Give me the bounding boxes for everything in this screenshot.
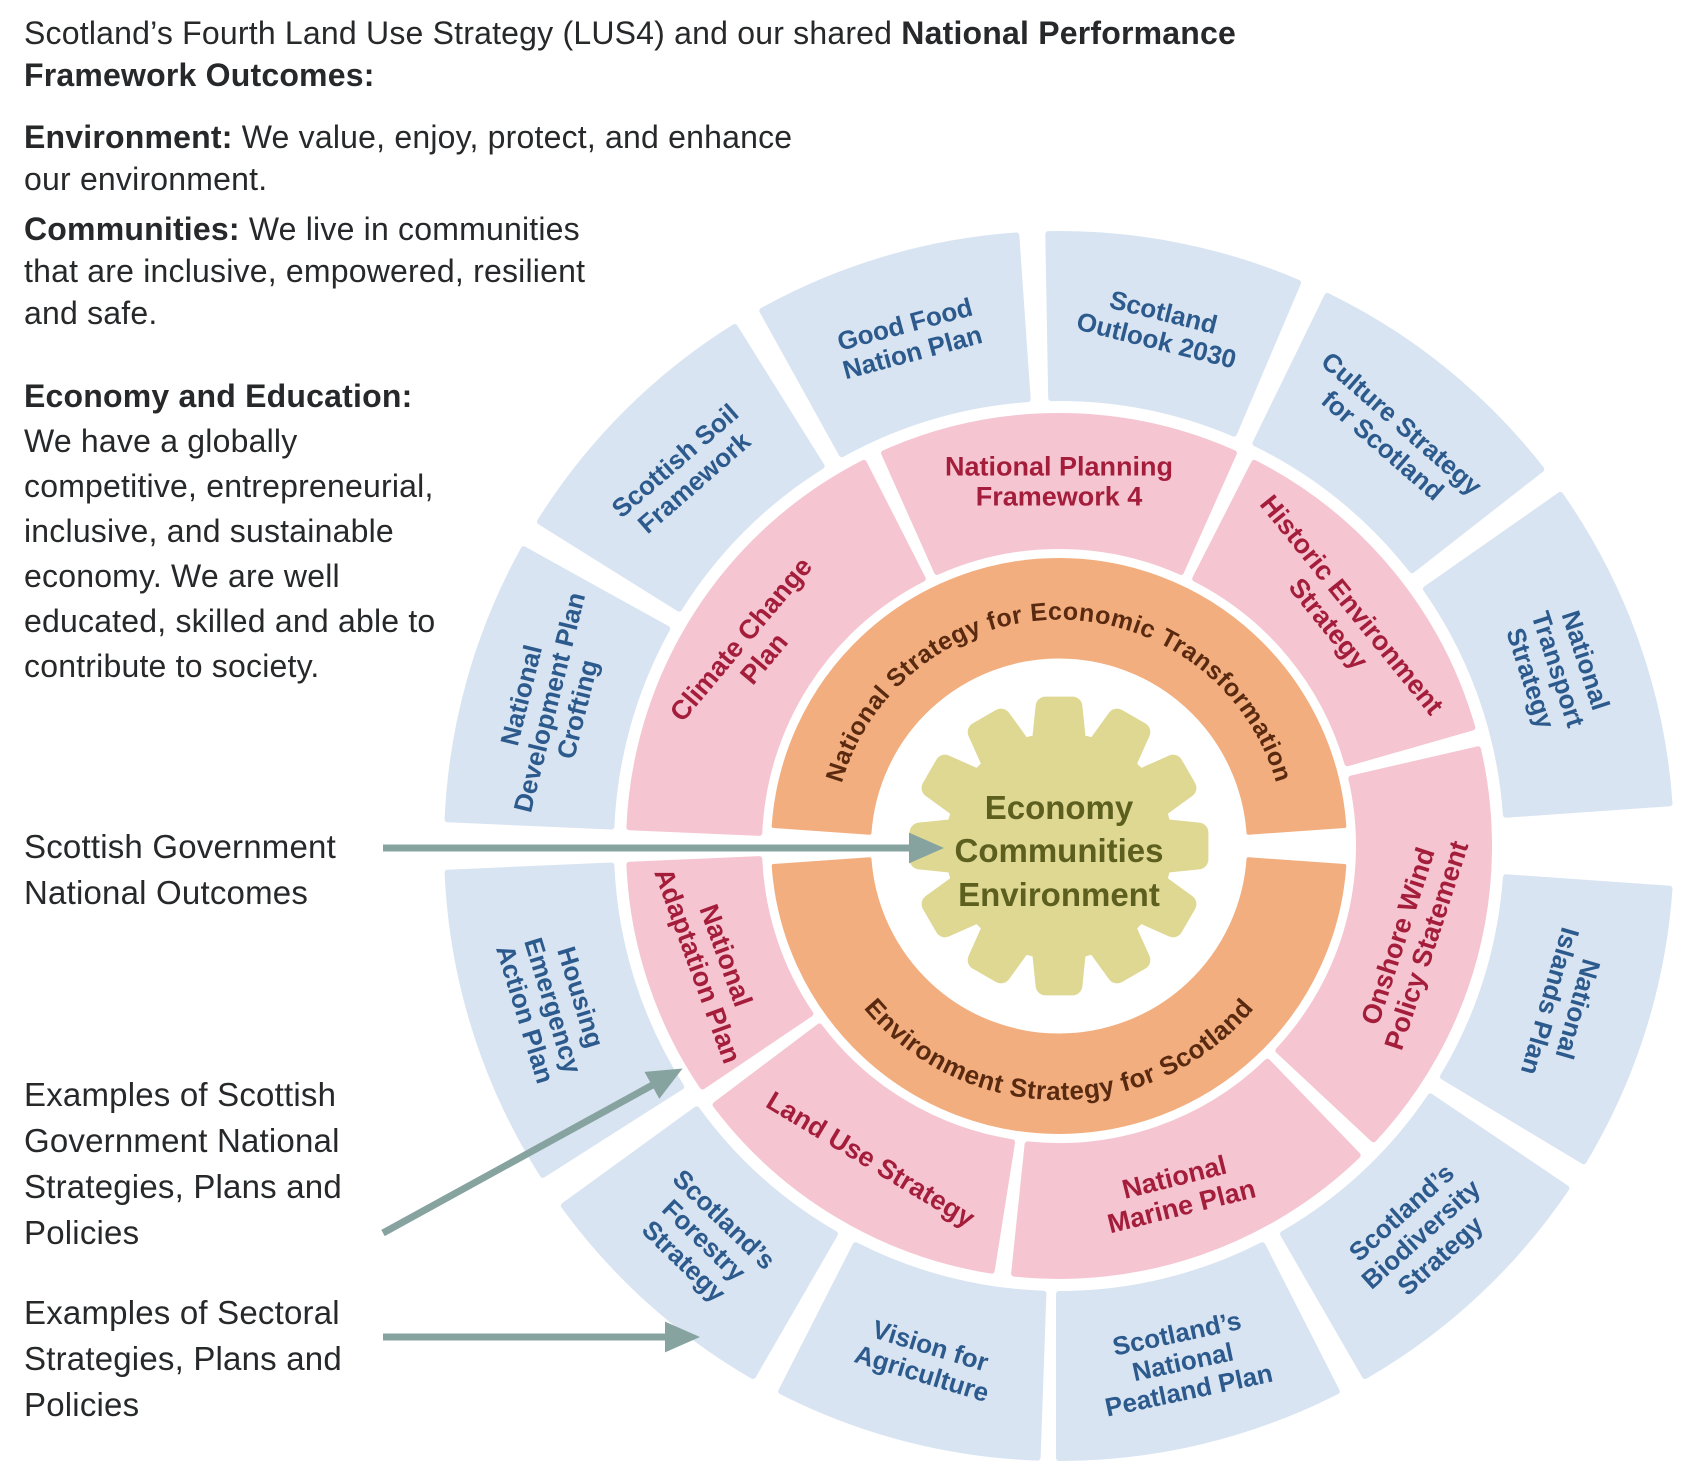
middle-ring-wedge — [626, 856, 814, 1090]
middle-ring-wedge — [1011, 1058, 1361, 1279]
middle-ring-wedge — [1275, 746, 1493, 1143]
outer-ring-segment-1: Scotland’sBiodiversityStrategy — [1280, 1093, 1570, 1379]
outcome-economy-label: Economy and Education: — [24, 378, 413, 414]
outer-ring-segment-9: ScotlandOutlook 2030 — [1045, 231, 1302, 437]
outcome-communities-text: We live in communities that are inclusiv… — [24, 211, 586, 331]
middle-ring-wedge — [881, 413, 1237, 575]
outer-ring-wedge — [778, 1242, 1047, 1461]
outer-ring-segment-8: Good FoodNation Plan — [759, 232, 1031, 458]
middle-ring-wedge — [1192, 459, 1476, 767]
outer-ring-wedge — [444, 546, 671, 830]
outer-ring-segment-2: Scotland’sNationalPeatland Plan — [1056, 1242, 1340, 1461]
outer-ring-segment-10: Culture Strategyfor Scotland — [1252, 292, 1545, 574]
outer-ring-wedge — [759, 232, 1031, 458]
intro-bold-text: National Performance Framework Outcomes: — [24, 15, 1237, 93]
middle-ring-wedge — [626, 459, 926, 836]
outcome-communities: Communities: We live in communities that… — [24, 208, 636, 334]
annotation-national-outcomes: Scottish Government National Outcomes — [24, 828, 336, 911]
middle-ring-wedge — [712, 1023, 1016, 1274]
middle-ring-segment-5: NationalAdaptation Plan — [626, 856, 814, 1090]
arrow-national-strategies — [381, 1068, 683, 1237]
outer-ring-wedge — [1440, 874, 1673, 1165]
intro-text: Scotland’s Fourth Land Use Strategy (LUS… — [24, 15, 902, 51]
annotation-sectoral-strategies: Examples of Sectoral Strategies, Plans a… — [24, 1294, 342, 1423]
outcome-communities-label: Communities: — [24, 211, 240, 247]
middle-ring-segment-3: NationalMarine Plan — [1011, 1058, 1361, 1279]
inner-ring-arc-bottom — [771, 857, 1347, 1134]
outer-ring-wedge — [1056, 1242, 1340, 1461]
outer-ring-wedge — [537, 324, 825, 612]
inner-ring-arc-top — [771, 558, 1347, 835]
outer-ring-segment-11: NationalTransportStrategy — [1423, 492, 1673, 818]
outcome-environment: Environment: We value, enjoy, protect, a… — [24, 116, 824, 200]
outer-ring-wedge — [1423, 492, 1673, 818]
middle-ring-segment-2: Onshore WindPolicy Statement — [1275, 746, 1493, 1143]
outer-ring-wedge — [1045, 231, 1302, 437]
outer-ring-segment-3: Vision forAgriculture — [778, 1242, 1047, 1461]
hub-gear-icon — [909, 696, 1209, 996]
outer-ring-segment-0: NationalIslands Plan — [1440, 874, 1673, 1165]
outer-ring-segment-6: NationalDevelopment PlanCrofting — [444, 546, 671, 830]
intro-paragraph: Scotland’s Fourth Land Use Strategy (LUS… — [24, 12, 1304, 96]
outcome-environment-label: Environment: — [24, 119, 233, 155]
outcome-economy-text: We have a globally competitive, entrepre… — [24, 423, 436, 684]
outer-ring-segment-7: Scottish SoilFramework — [537, 324, 825, 612]
outer-ring-wedge — [1280, 1093, 1570, 1379]
outcome-economy-education: Economy and Education: We have a globally… — [24, 374, 438, 689]
middle-ring-segment-1: Historic EnvironmentStrategy — [1192, 459, 1476, 767]
annotation-national-strategies: Examples of Scottish Government National… — [24, 1076, 342, 1251]
outcome-environment-text: We value, enjoy, protect, and enhance ou… — [24, 119, 793, 197]
outer-ring-wedge — [1252, 292, 1545, 574]
